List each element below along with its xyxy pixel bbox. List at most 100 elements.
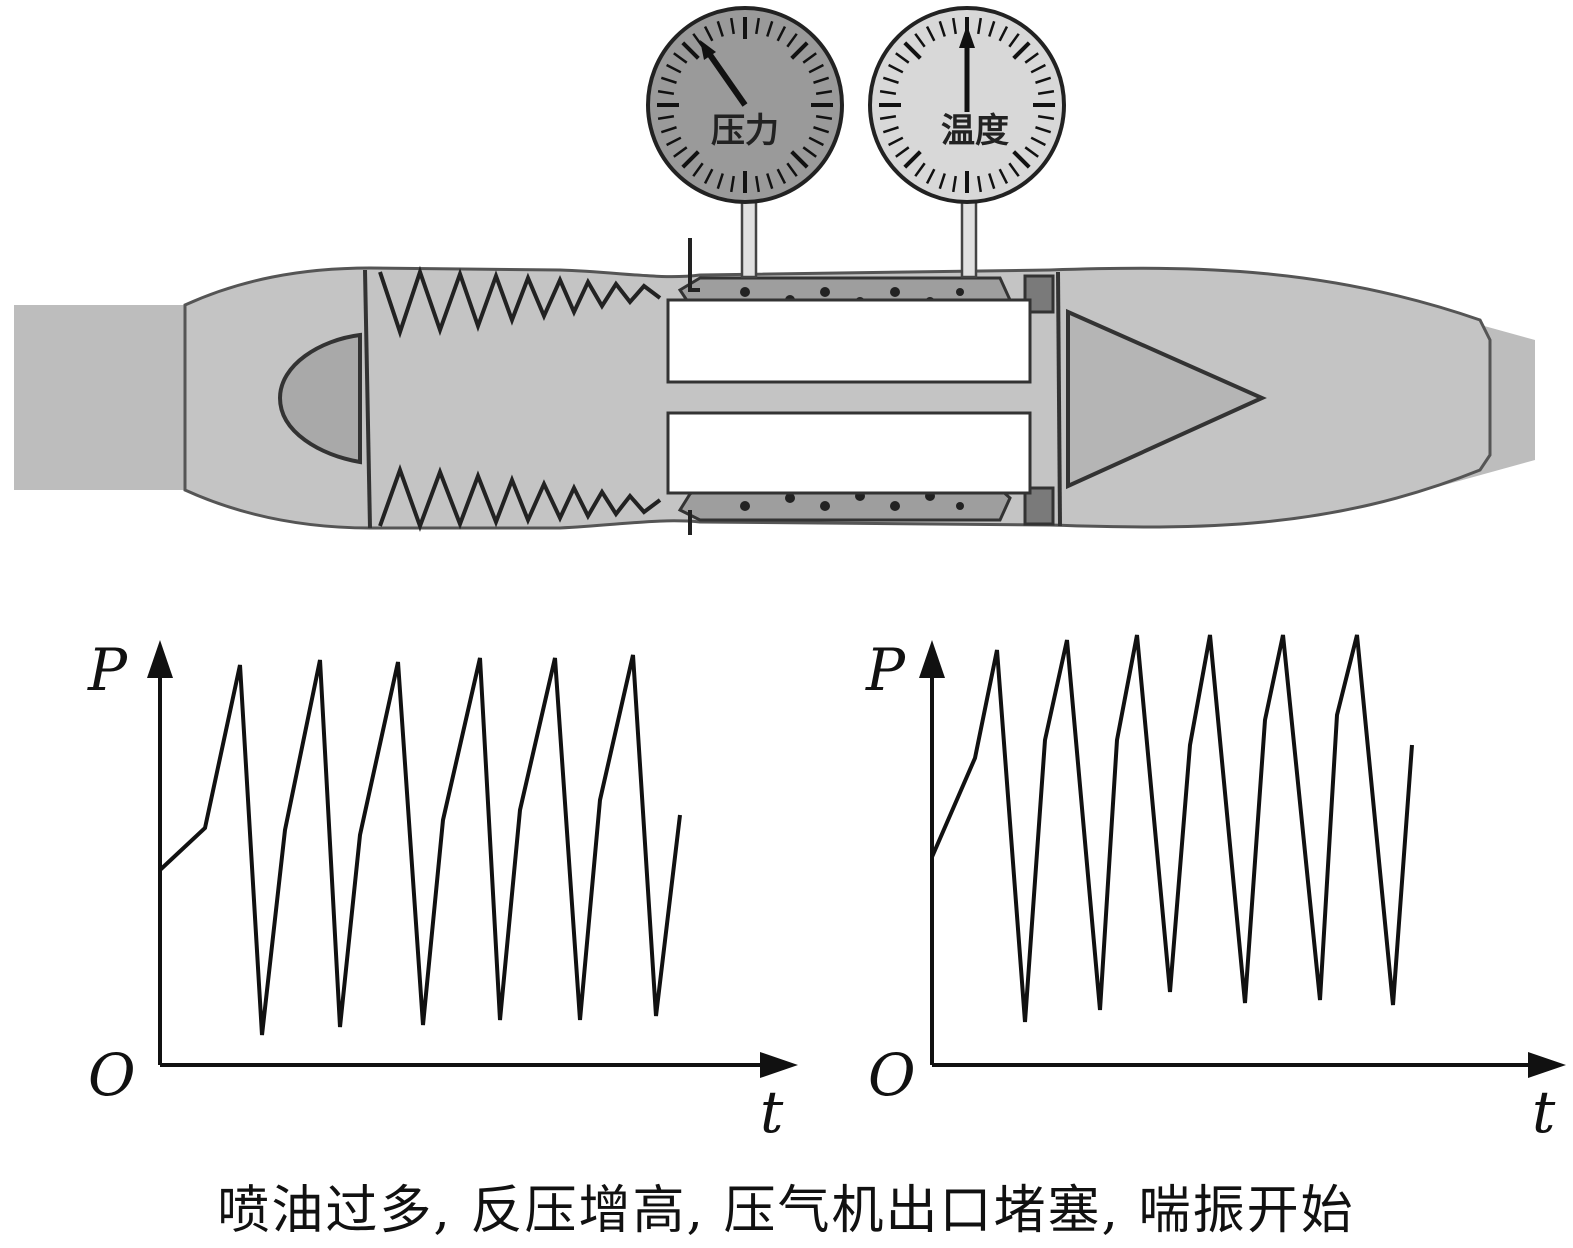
dial-tick: [681, 150, 700, 169]
dial-tick: [998, 168, 1009, 184]
dial-tick: [1024, 146, 1039, 158]
dial-tick: [657, 115, 675, 121]
jet-engine-illustration: [14, 193, 1535, 535]
dial-tick: [1037, 89, 1055, 95]
dial-tick: [938, 20, 946, 37]
dial-tick: [998, 26, 1009, 42]
dial-tick: [660, 76, 677, 84]
pressure-gauge-label: 压力: [711, 111, 779, 151]
plot-2-origin-label: O: [868, 1041, 916, 1109]
dial-tick: [808, 136, 824, 147]
dial-tick: [755, 17, 761, 35]
dial-tick: [925, 168, 936, 184]
exhaust-tail-cone: [1066, 308, 1267, 490]
dial-tick: [895, 52, 910, 64]
compressor-front-face: [363, 269, 372, 529]
dial-tick: [1008, 33, 1020, 48]
temperature-gauge-needle-tip: [959, 25, 975, 48]
dial-tick: [692, 162, 704, 177]
dial-tick: [776, 168, 787, 184]
dial-tick: [988, 20, 996, 37]
dial-tick: [673, 52, 688, 64]
temperature-gauge-stem: [960, 193, 978, 279]
dial-tick: [786, 33, 798, 48]
turbine-rear-face: [1056, 271, 1062, 527]
plot-1-y-label: P: [87, 636, 128, 704]
dial-tick: [951, 17, 957, 35]
dial-tick: [681, 41, 700, 60]
dial-tick: [988, 173, 996, 190]
dial-tick: [1012, 41, 1031, 60]
plot-1-origin-label: O: [88, 1041, 136, 1109]
dial-tick: [888, 136, 904, 147]
dial-tick: [790, 150, 809, 169]
plot-1-y-axis-arrow-icon: [147, 640, 173, 678]
dial-tick: [879, 89, 897, 95]
dial-tick: [1008, 162, 1020, 177]
dial-tick: [703, 168, 714, 184]
dial-tick: [938, 173, 946, 190]
dial-tick: [1035, 126, 1052, 134]
airflow-band: [14, 305, 230, 490]
dial-tick: [903, 41, 922, 60]
dial-tick: [657, 89, 675, 95]
pressure-gauge-stem: [740, 193, 758, 279]
dial-tick: [808, 63, 824, 74]
temperature-gauge: 温度: [868, 6, 1066, 204]
temperature-gauge-label: 温度: [941, 111, 1009, 151]
dial-tick: [903, 150, 922, 169]
pressure-gauge-needle-tip: [700, 40, 716, 60]
core-lower: [666, 411, 1032, 495]
dial-tick: [766, 173, 774, 190]
dial-tick: [802, 146, 817, 158]
dial-tick: [951, 175, 957, 193]
dial-tick: [977, 17, 983, 35]
dial-tick: [813, 126, 830, 134]
pressure-time-plot-1: P O t: [87, 636, 798, 1146]
plot-1-x-axis-arrow-icon: [760, 1052, 798, 1078]
dial-tick: [1012, 150, 1031, 169]
dial-tick: [895, 146, 910, 158]
dial-tick: [776, 26, 787, 42]
pressure-gauge-needle-icon: [705, 50, 748, 107]
dial-tick: [1035, 76, 1052, 84]
core-upper: [666, 298, 1032, 384]
compressor-blades-upper: [378, 265, 662, 339]
dial-tick: [882, 76, 899, 84]
dial-tick: [879, 115, 897, 121]
dial-tick: [666, 136, 682, 147]
plot-1-pressure-curve: [158, 654, 682, 1036]
dial-tick: [888, 63, 904, 74]
dial-tick: [673, 146, 688, 158]
pressure-time-plot-2: P O t: [865, 634, 1566, 1146]
dial-tick: [914, 33, 926, 48]
dial-tick: [802, 52, 817, 64]
dial-tick: [1030, 136, 1046, 147]
dial-tick: [766, 20, 774, 37]
inlet-spinner: [277, 332, 362, 465]
plot-2-x-axis-arrow-icon: [1528, 1052, 1566, 1078]
pressure-probe-pipe: [688, 238, 700, 292]
dial-tick: [815, 115, 833, 121]
dial-tick: [716, 20, 724, 37]
dial-tick: [813, 76, 830, 84]
dial-tick: [977, 175, 983, 193]
dial-tick: [729, 17, 735, 35]
dial-tick: [729, 175, 735, 193]
dial-tick: [786, 162, 798, 177]
dial-tick: [925, 26, 936, 42]
dial-tick: [1037, 115, 1055, 121]
dial-tick: [666, 63, 682, 74]
dial-tick: [703, 26, 714, 42]
compressor-blades-lower: [378, 464, 662, 532]
dial-tick: [914, 162, 926, 177]
dial-tick: [755, 175, 761, 193]
figure-caption: 喷油过多, 反压增高, 压气机出口堵塞, 喘振开始: [217, 1181, 1354, 1241]
dial-tick: [716, 173, 724, 190]
dial-tick: [660, 126, 677, 134]
plot-2-y-axis-arrow-icon: [919, 640, 945, 678]
dial-tick: [1030, 63, 1046, 74]
dial-tick: [882, 126, 899, 134]
dial-tick: [1024, 52, 1039, 64]
dial-tick: [790, 41, 809, 60]
